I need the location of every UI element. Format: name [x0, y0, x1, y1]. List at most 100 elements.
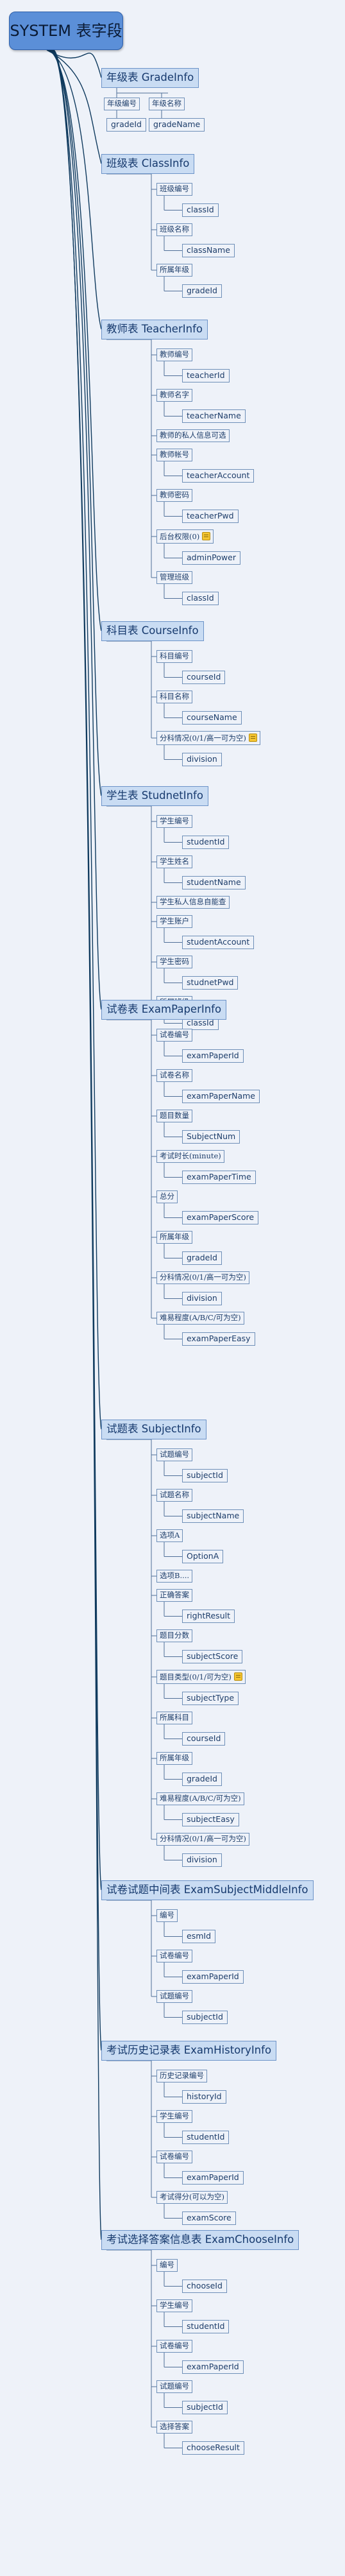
- field-label-node[interactable]: 分科情况(0/1/高一可为空): [156, 1833, 249, 1846]
- column-name-node[interactable]: SubjectNum: [182, 1130, 240, 1144]
- column-name-node[interactable]: subjectId: [182, 1469, 228, 1482]
- field-label-node[interactable]: 分科情况(0/1/高一可为空): [156, 1271, 249, 1284]
- field-label-node[interactable]: 试卷名称: [156, 1069, 192, 1082]
- column-name-node[interactable]: gradeId: [182, 1251, 222, 1265]
- field-label-node[interactable]: 所属年级: [156, 1752, 192, 1765]
- column-name-node[interactable]: examPaperId: [182, 1970, 244, 1984]
- field-label-node[interactable]: 年级名称: [149, 98, 185, 110]
- field-label-node[interactable]: 学生编号: [156, 2110, 192, 2123]
- field-label-node[interactable]: 所属科目: [156, 1712, 192, 1724]
- column-name-node[interactable]: examPaperId: [182, 2360, 244, 2374]
- table-node-4[interactable]: 学生表 StudnetInfo: [101, 786, 208, 806]
- field-label-node[interactable]: 选项B....: [156, 1570, 193, 1583]
- column-name-node[interactable]: examScore: [182, 2211, 236, 2225]
- field-label-node[interactable]: 教师帐号: [156, 449, 192, 461]
- column-name-node[interactable]: division: [182, 753, 222, 766]
- table-node-9[interactable]: 考试选择答案信息表 ExamChooseInfo: [101, 2230, 299, 2250]
- column-name-node[interactable]: examPaperScore: [182, 1211, 259, 1224]
- column-name-node[interactable]: chooseId: [182, 2280, 227, 2293]
- field-label-node[interactable]: 所属年级: [156, 264, 192, 277]
- table-node-6[interactable]: 试题表 SubjectInfo: [101, 1420, 206, 1439]
- column-name-node[interactable]: examPaperTime: [182, 1171, 256, 1184]
- field-label-node[interactable]: 科目名称: [156, 691, 192, 703]
- table-node-7[interactable]: 试卷试题中间表 ExamSubjectMiddleInfo: [101, 1880, 314, 1900]
- column-name-node[interactable]: gradeId: [182, 1773, 222, 1786]
- column-name-node[interactable]: subjectEasy: [182, 1813, 239, 1826]
- column-name-node[interactable]: division: [182, 1292, 222, 1305]
- field-label-node[interactable]: 后台权限(0): [156, 529, 214, 544]
- field-label-node[interactable]: 学生私人信息自能查: [156, 896, 230, 909]
- column-name-node[interactable]: className: [182, 244, 235, 257]
- field-label-node[interactable]: 年级编号: [104, 98, 140, 110]
- table-node-8[interactable]: 考试历史记录表 ExamHistoryInfo: [101, 2041, 277, 2061]
- field-label-node[interactable]: 学生密码: [156, 956, 192, 968]
- column-name-node[interactable]: subjectScore: [182, 1650, 243, 1663]
- column-name-node[interactable]: studentId: [182, 2131, 230, 2144]
- field-label-node[interactable]: 总分: [156, 1190, 178, 1203]
- field-label-node[interactable]: 难易程度(A/B/C/可为空): [156, 1312, 244, 1325]
- field-label-node[interactable]: 考试得分(可以为空): [156, 2191, 228, 2204]
- column-name-node[interactable]: gradeId: [106, 118, 146, 132]
- column-name-node[interactable]: courseId: [182, 671, 226, 684]
- column-name-node[interactable]: studentId: [182, 836, 230, 849]
- field-label-node[interactable]: 试题名称: [156, 1489, 192, 1502]
- column-name-node[interactable]: examPaperId: [182, 2171, 244, 2185]
- column-name-node[interactable]: subjectType: [182, 1692, 239, 1705]
- column-name-node[interactable]: teacherName: [182, 409, 246, 423]
- column-name-node[interactable]: esmId: [182, 1930, 216, 1943]
- column-name-node[interactable]: examPaperId: [182, 1049, 244, 1063]
- column-name-node[interactable]: subjectId: [182, 2011, 228, 2024]
- field-label-node[interactable]: 学生编号: [156, 815, 192, 828]
- column-name-node[interactable]: OptionA: [182, 1550, 224, 1563]
- field-label-node[interactable]: 试卷编号: [156, 1950, 192, 1962]
- field-label-node[interactable]: 试题编号: [156, 1448, 192, 1461]
- field-label-node[interactable]: 选项A: [156, 1529, 183, 1542]
- column-name-node[interactable]: chooseResult: [182, 2441, 244, 2455]
- field-label-node[interactable]: 正确答案: [156, 1589, 192, 1602]
- column-name-node[interactable]: historyId: [182, 2090, 226, 2104]
- field-label-node[interactable]: 题目分数: [156, 1629, 192, 1642]
- column-name-node[interactable]: classId: [182, 592, 219, 605]
- table-node-3[interactable]: 科目表 CourseInfo: [101, 621, 204, 641]
- field-label-node[interactable]: 科目编号: [156, 650, 192, 663]
- column-name-node[interactable]: studnetPwd: [182, 976, 239, 990]
- field-label-node[interactable]: 编号: [156, 2259, 178, 2272]
- field-label-node[interactable]: 教师名字: [156, 389, 192, 402]
- column-name-node[interactable]: subjectName: [182, 1509, 244, 1523]
- field-label-node[interactable]: 选择答案: [156, 2421, 192, 2434]
- field-label-node[interactable]: 题目数量: [156, 1110, 192, 1122]
- column-name-node[interactable]: subjectId: [182, 2401, 228, 2414]
- column-name-node[interactable]: courseName: [182, 711, 242, 725]
- field-label-node[interactable]: 试题编号: [156, 2380, 192, 2393]
- field-label-node[interactable]: 题目类型(0/1/可为空): [156, 1670, 246, 1684]
- column-name-node[interactable]: studentAccount: [182, 936, 255, 949]
- table-node-1[interactable]: 班级表 ClassInfo: [101, 154, 195, 174]
- column-name-node[interactable]: examPaperEasy: [182, 1332, 255, 1346]
- column-name-node[interactable]: examPaperName: [182, 1090, 260, 1103]
- field-label-node[interactable]: 试卷编号: [156, 2151, 192, 2163]
- column-name-node[interactable]: adminPower: [182, 551, 240, 565]
- column-name-node[interactable]: rightResult: [182, 1610, 235, 1623]
- column-name-node[interactable]: teacherId: [182, 369, 230, 382]
- field-label-node[interactable]: 教师密码: [156, 489, 192, 502]
- field-label-node[interactable]: 教师编号: [156, 348, 192, 361]
- field-label-node[interactable]: 班级名称: [156, 223, 192, 236]
- column-name-node[interactable]: studentId: [182, 2320, 230, 2333]
- table-node-5[interactable]: 试卷表 ExamPaperInfo: [101, 1000, 227, 1020]
- column-name-node[interactable]: teacherPwd: [182, 510, 239, 523]
- field-label-node[interactable]: 难易程度(A/B/C/可为空): [156, 1792, 244, 1805]
- field-label-node[interactable]: 试卷编号: [156, 1029, 192, 1042]
- column-name-node[interactable]: gradeName: [149, 118, 205, 132]
- root-node[interactable]: SYSTEM 表字段: [9, 12, 123, 50]
- table-node-2[interactable]: 教师表 TeacherInfo: [101, 320, 208, 339]
- field-label-node[interactable]: 编号: [156, 1909, 178, 1922]
- field-label-node[interactable]: 试卷编号: [156, 2340, 192, 2353]
- field-label-node[interactable]: 考试时长(minute): [156, 1150, 224, 1163]
- field-label-node[interactable]: 管理班级: [156, 571, 192, 584]
- column-name-node[interactable]: studentName: [182, 876, 246, 889]
- table-node-0[interactable]: 年级表 GradeInfo: [101, 68, 199, 88]
- field-label-node[interactable]: 历史记录编号: [156, 2070, 207, 2082]
- field-label-node[interactable]: 学生编号: [156, 2299, 192, 2312]
- field-label-node[interactable]: 所属年级: [156, 1231, 192, 1244]
- column-name-node[interactable]: gradeId: [182, 284, 222, 298]
